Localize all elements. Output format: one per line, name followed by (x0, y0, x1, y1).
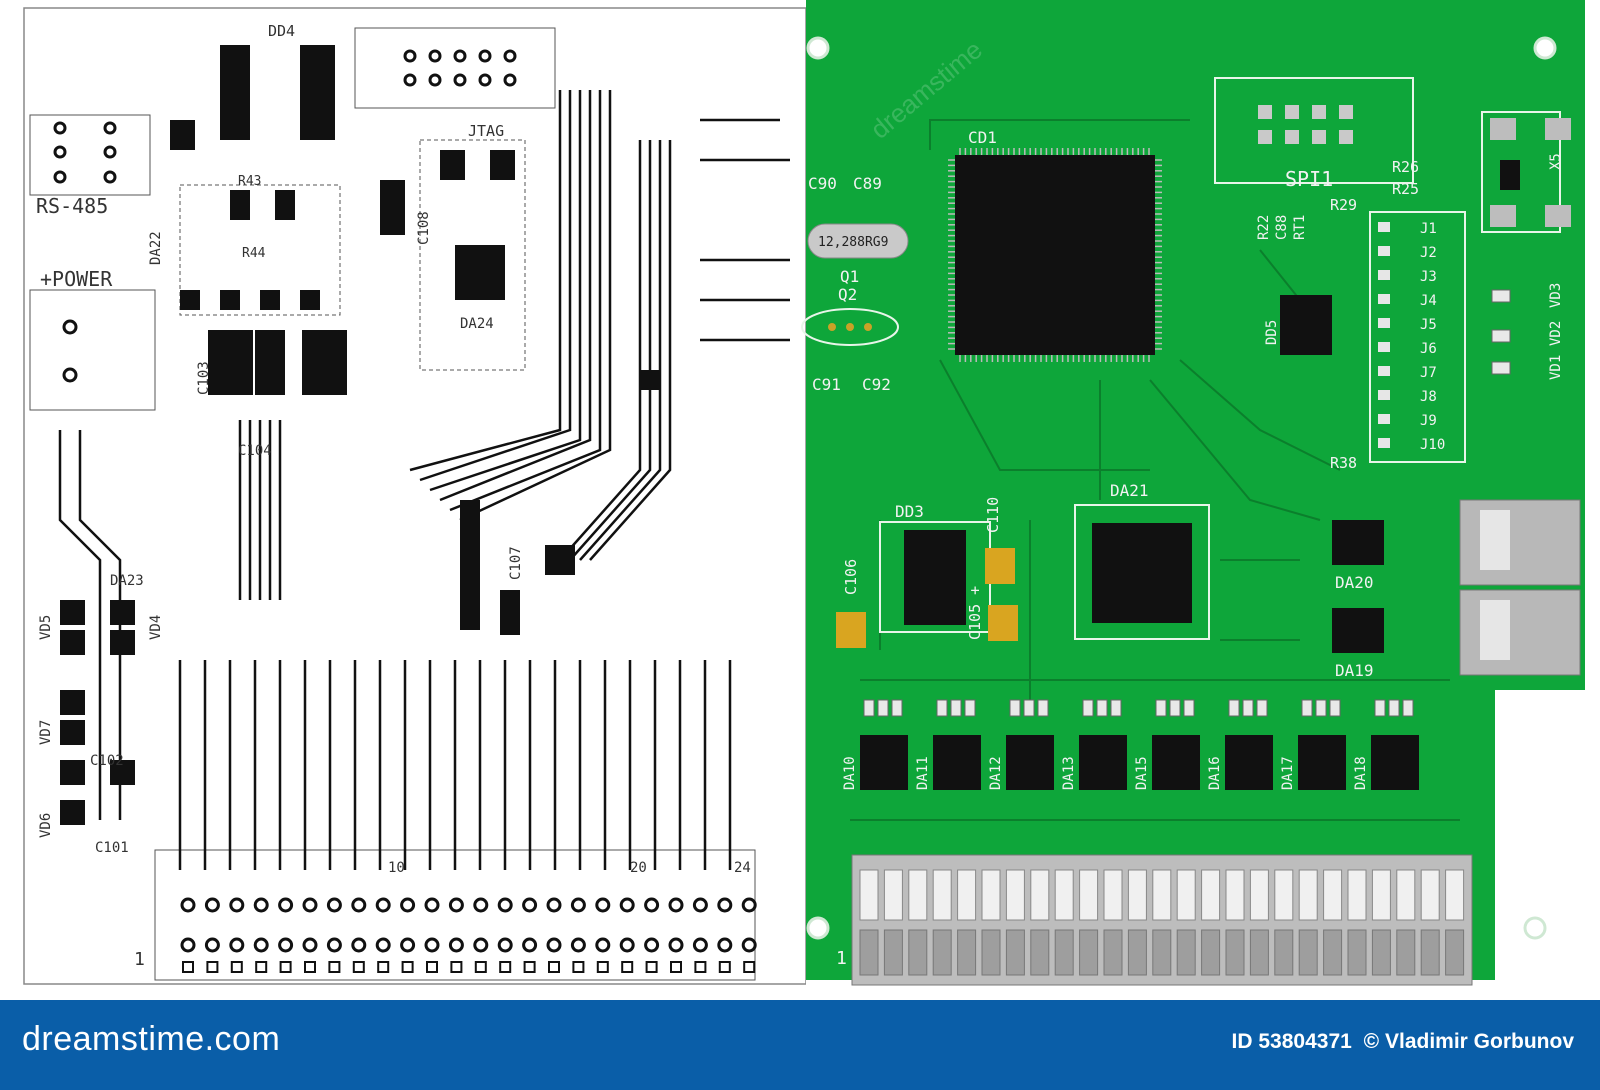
jumper-pad (1378, 366, 1390, 376)
pcb-label-q2: Q2 (838, 285, 857, 304)
schematic-label-jtag: JTAG (468, 122, 504, 140)
jumper-label: J1 (1420, 221, 1437, 237)
pcb-label-r29: R29 (1330, 196, 1357, 214)
pcb-label-q1: Q1 (840, 267, 859, 286)
image-credit: ID 53804371 © Vladimir Gorbunov (1226, 1030, 1574, 1054)
amp-chip (1006, 735, 1054, 790)
pcb-label-cd1: CD1 (968, 128, 997, 147)
pcb-label-dd5: DD5 (1264, 320, 1280, 345)
jumper-label: J5 (1420, 317, 1437, 333)
jumper-label: J6 (1420, 341, 1437, 357)
pcb-label-rt1: RT1 (1292, 215, 1308, 240)
pcb-label-c89: C89 (853, 174, 882, 193)
pcb-label-dd3: DD3 (895, 502, 924, 521)
jumper-label: J7 (1420, 365, 1437, 381)
jumper-pad (1378, 270, 1390, 280)
schematic-pin-one: 1 (134, 949, 145, 970)
pcb-label-spi1: SPI1 (1285, 167, 1333, 191)
amp-chip (1298, 735, 1346, 790)
amp-label: DA11 (915, 756, 931, 790)
image-author: © Vladimir Gorbunov (1363, 1030, 1574, 1053)
schematic-label-da22: DA22 (148, 231, 164, 265)
jumper-pad (1378, 414, 1390, 424)
jumper-label: J4 (1420, 293, 1437, 309)
pcb-label-x5: X5 (1548, 153, 1564, 170)
amp-chip (860, 735, 908, 790)
schematic-label-c108: C108 (416, 211, 432, 245)
amp-label: DA16 (1207, 756, 1223, 790)
schematic-label-c104: C104 (238, 443, 272, 459)
schematic-label-c103: C103 (196, 361, 212, 395)
schematic-label-r44: R44 (242, 246, 266, 261)
amp-chip (1079, 735, 1127, 790)
amp-chip (1371, 735, 1419, 790)
schematic-label-c101: C101 (95, 840, 129, 856)
footer-bar: dreamstime.com ID 53804371 © Vladimir Go… (0, 1000, 1600, 1090)
pcb-label-c106: C106 (842, 559, 860, 595)
jumper-label: J8 (1420, 389, 1437, 405)
jumper-pad (1378, 246, 1390, 256)
pcb-label-da20: DA20 (1335, 573, 1374, 592)
pcb-label-c91: C91 (812, 375, 841, 394)
jumper-pad (1378, 222, 1390, 232)
schematic-label-rs485: RS-485 (36, 194, 108, 218)
pcb-label-c90: C90 (808, 174, 837, 193)
pcb-label-r38: R38 (1330, 454, 1357, 472)
schematic-label-vd5: VD5 (38, 615, 54, 640)
jumper-label: J2 (1420, 245, 1437, 261)
schematic-pin-twentyfour: 24 (734, 860, 751, 876)
schematic-label-da23: DA23 (110, 573, 144, 589)
amp-chip (933, 735, 981, 790)
amp-label: DA18 (1353, 756, 1369, 790)
pcb-label-c92: C92 (862, 375, 891, 394)
schematic-pin-ten: 10 (388, 860, 405, 876)
pcb-label-vd2: VD2 (1548, 321, 1564, 346)
schematic-half: RS-485 +POWER DD4 JTAG DA22 DA23 DA24 C1… (0, 0, 807, 1000)
cd1-chip (955, 155, 1155, 355)
schematic-label-vd4: VD4 (148, 615, 164, 640)
amp-label: DA13 (1061, 756, 1077, 790)
schematic-label-da24: DA24 (460, 316, 494, 332)
schematic-label-vd6: VD6 (38, 813, 54, 838)
jumper-pad (1378, 390, 1390, 400)
pcb-label-vd3: VD3 (1548, 283, 1564, 308)
amp-label: DA15 (1134, 756, 1150, 790)
pcb-label-c110: C110 (984, 497, 1002, 533)
amp-label: DA17 (1280, 756, 1296, 790)
schematic-pin-twenty: 20 (630, 860, 647, 876)
jumper-label: J3 (1420, 269, 1437, 285)
pcb-label-c88: C88 (1274, 215, 1290, 240)
pcb-label-vd1: VD1 (1548, 355, 1564, 380)
amp-chip (1225, 735, 1273, 790)
jumper-label: J10 (1420, 437, 1445, 453)
pcb-label-r22: R22 (1256, 215, 1272, 240)
jumper-pad (1378, 318, 1390, 328)
pcb-label-r26: R26 (1392, 158, 1419, 176)
schematic-label-c107: C107 (508, 546, 524, 580)
amp-chip (1152, 735, 1200, 790)
crystal-marking: 12,288RG9 (818, 235, 888, 250)
schematic-label-dd4: DD4 (268, 22, 295, 40)
schematic-label-r43: R43 (238, 174, 261, 189)
schematic-label-vd7: VD7 (38, 720, 54, 745)
jumper-pad (1378, 342, 1390, 352)
brand-logo-text: dreamstime.com (22, 1020, 281, 1058)
pcb-pin-one: 1 (836, 948, 847, 969)
pcb-label-r25: R25 (1392, 180, 1419, 198)
image-id: ID 53804371 (1231, 1030, 1352, 1053)
pcb-label-da21: DA21 (1110, 481, 1149, 500)
pcb-label-c105: C105 + (966, 586, 984, 640)
amp-label: DA12 (988, 756, 1004, 790)
jumper-pad (1378, 438, 1390, 448)
amp-label: DA10 (842, 756, 858, 790)
jumper-label: J9 (1420, 413, 1437, 429)
pcb-label-da19: DA19 (1335, 661, 1374, 680)
pcb-photo: RS-485 +POWER DD4 JTAG DA22 DA23 DA24 C1… (0, 0, 1600, 1000)
jumper-pad (1378, 294, 1390, 304)
schematic-label-c102: C102 (90, 753, 124, 769)
schematic-label-power: +POWER (40, 267, 113, 291)
